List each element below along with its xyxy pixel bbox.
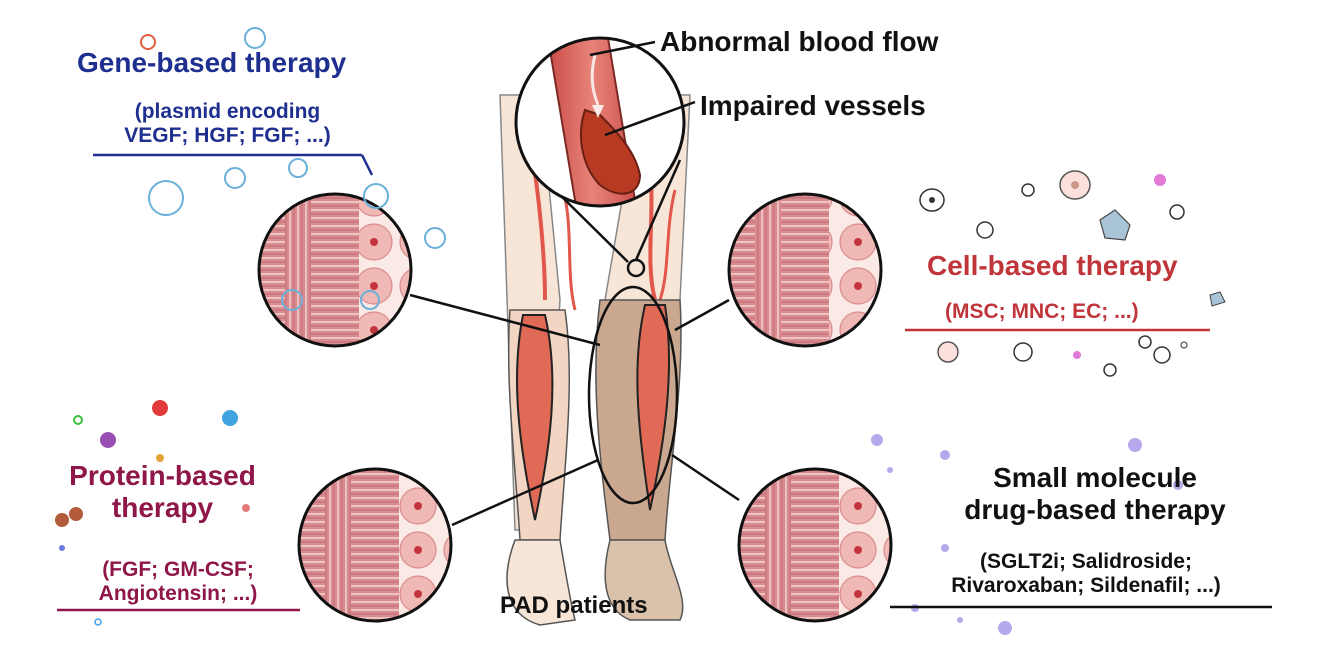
- tissue-circle-protein: [297, 467, 453, 623]
- connector-lines: [409, 293, 740, 527]
- impaired-vessels-pointer: [604, 100, 696, 137]
- gene-detail-line2: VEGF; HGF; FGF; ...): [124, 124, 331, 148]
- protein-title-line1: Protein-based: [69, 460, 256, 491]
- abnormal-flow-label: Abnormal blood flow: [660, 26, 939, 57]
- pad-patients-label: PAD patients: [500, 592, 648, 619]
- tissue-circle-small-molecule: [737, 467, 893, 623]
- protein-detail-line2: Angiotensin; ...): [98, 582, 258, 606]
- gene-therapy-details: (plasmid encoding VEGF; HGF; FGF; ...): [95, 100, 360, 148]
- gene-particles: [140, 27, 446, 311]
- tissue-circle-cell: [727, 192, 883, 348]
- small-molecule-therapy-title: Small molecule drug-based therapy: [935, 462, 1255, 526]
- small-title-line2: drug-based therapy: [964, 494, 1226, 526]
- cell-detail-line1: (MSC; MNC; EC; ...): [945, 300, 1139, 323]
- small-molecule-therapy-details: (SGLT2i; Salidroside; Rivaroxaban; Silde…: [900, 550, 1272, 598]
- protein-therapy-title: Protein-based therapy: [55, 460, 270, 524]
- tissue-circle-gene: [257, 192, 413, 348]
- vessel-zoom-circle: [514, 36, 696, 208]
- gene-detail-line1: (plasmid encoding: [134, 100, 321, 123]
- small-detail-line2: Rivaroxaban; Sildenafil; ...): [951, 574, 1221, 598]
- cell-therapy-title: Cell-based therapy: [927, 250, 1178, 281]
- small-detail-line1: (SGLT2i; Salidroside;: [980, 550, 1192, 573]
- cell-particles: [919, 170, 1226, 377]
- protein-therapy-details: (FGF; GM-CSF; Angiotensin; ...): [58, 558, 298, 606]
- impaired-vessels-label: Impaired vessels: [700, 90, 926, 121]
- protein-particles: [55, 400, 250, 626]
- small-title-line1: Small molecule: [993, 462, 1197, 493]
- legs-illustration: [499, 94, 691, 626]
- protein-title-line2: therapy: [111, 492, 214, 524]
- gene-therapy-title: Gene-based therapy: [77, 47, 347, 78]
- protein-detail-line1: (FGF; GM-CSF;: [102, 558, 254, 581]
- abnormal-flow-pointer: [589, 40, 656, 57]
